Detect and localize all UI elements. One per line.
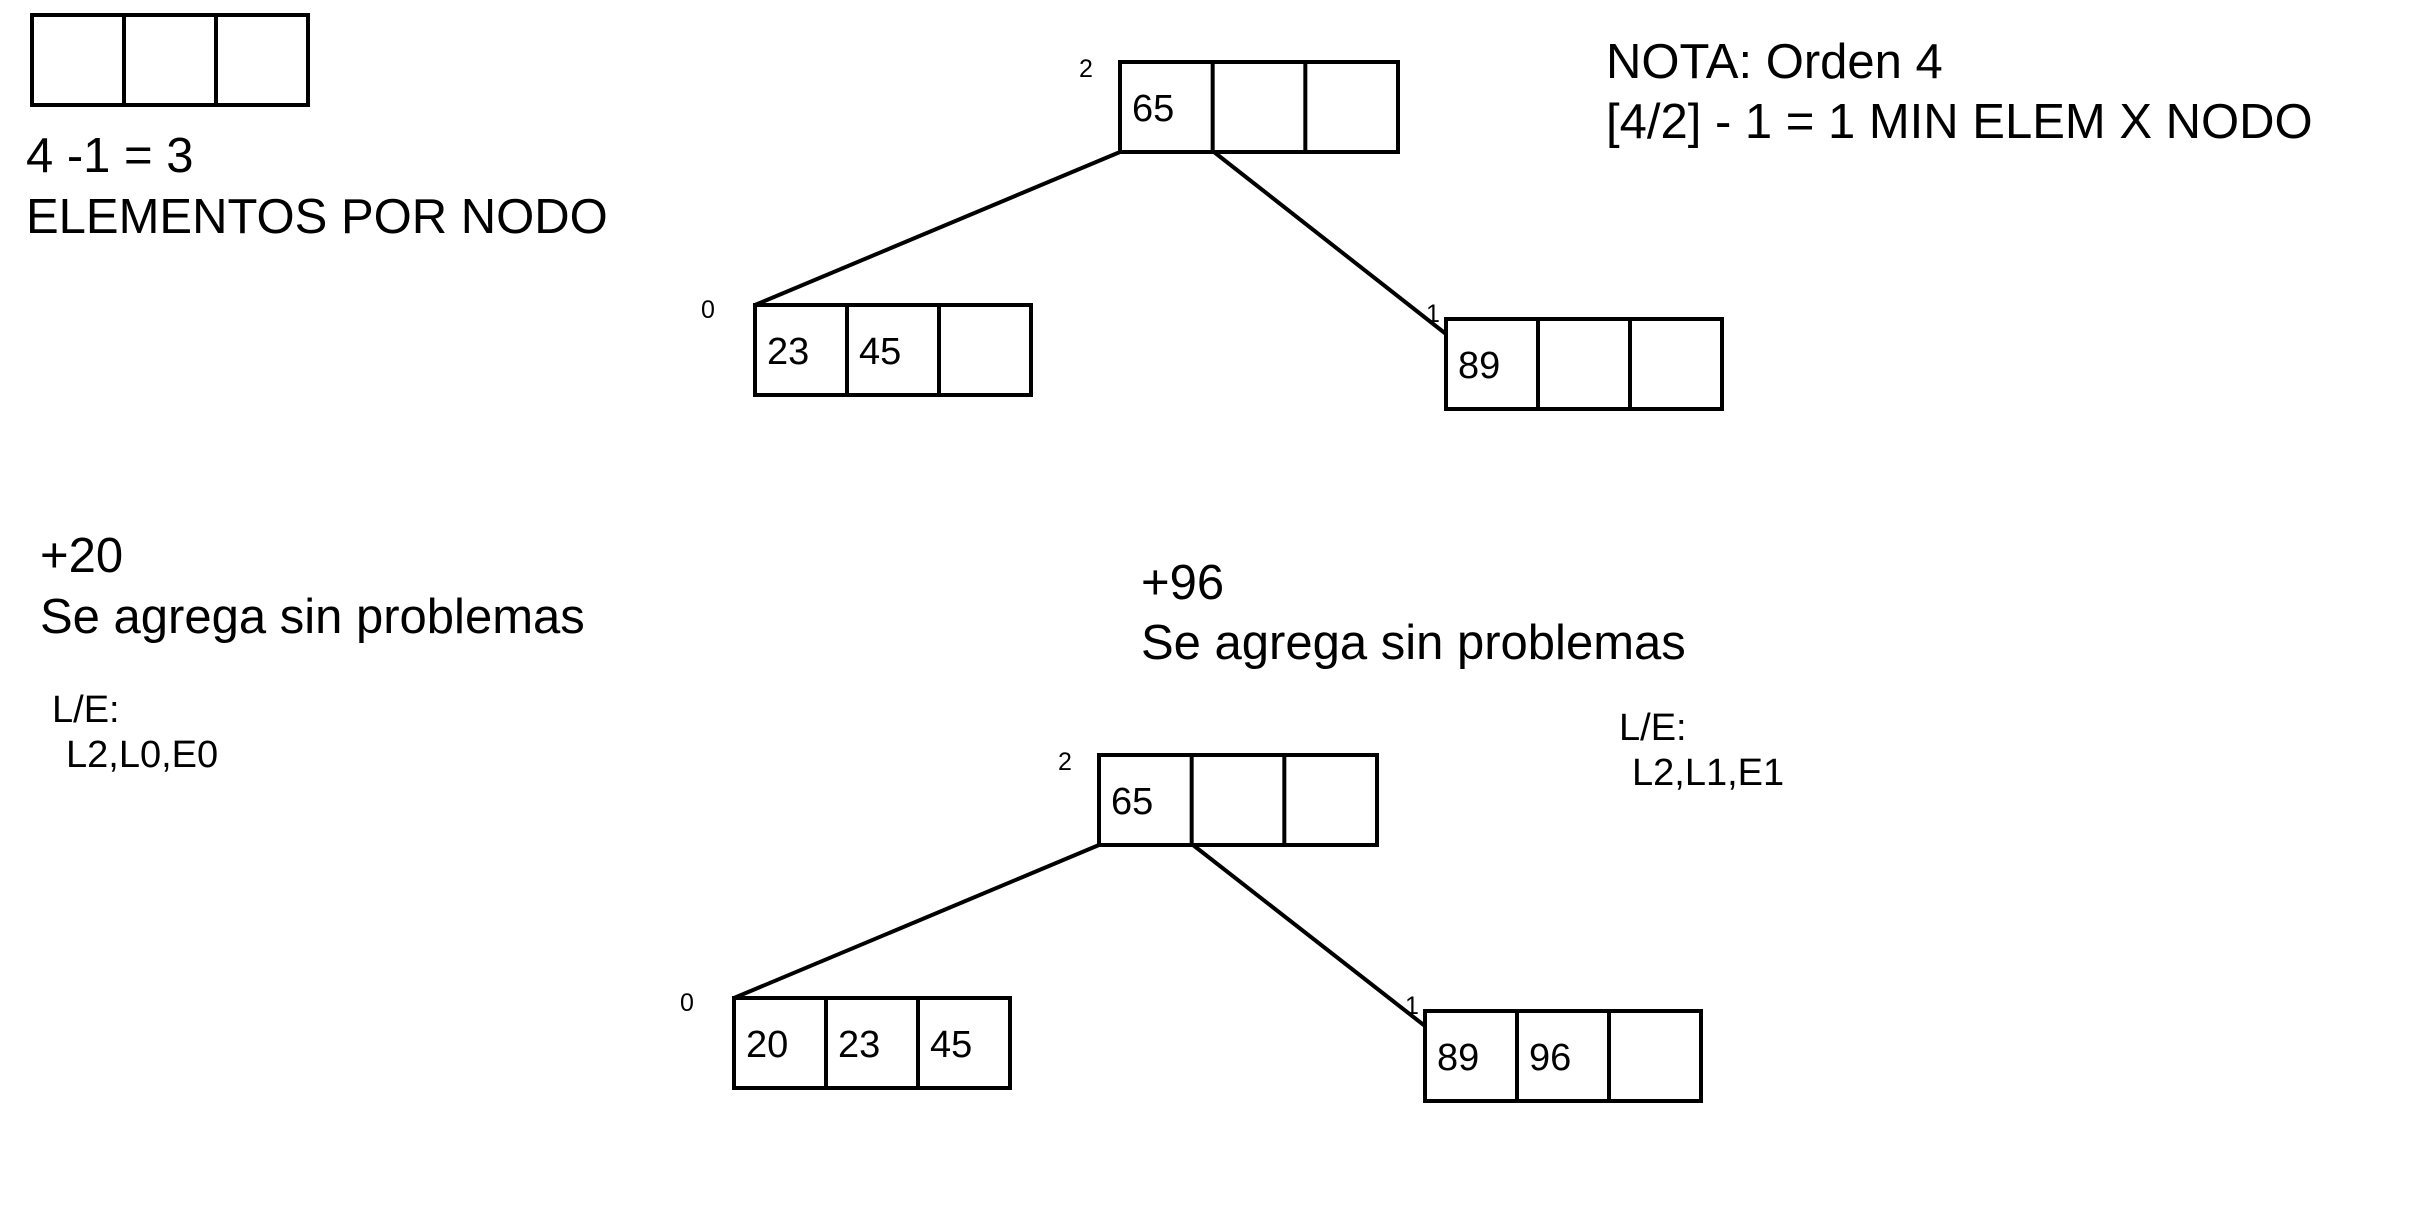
node-key: 89	[1437, 1037, 1479, 1079]
legend-formula: 4 -1 = 3	[26, 129, 194, 183]
node-frame	[732, 996, 1012, 1090]
node-frame	[30, 13, 310, 107]
node-key: 23	[767, 331, 809, 373]
edge-root-left	[733, 843, 1100, 1000]
node-key: 20	[746, 1024, 788, 1066]
note-order: NOTA: Orden 4	[1606, 35, 1943, 89]
op2-le-value: L2,L1,E1	[1632, 752, 1784, 794]
node-index: 1	[1405, 992, 1419, 1020]
step1-edges	[754, 150, 1448, 336]
step1-left-node: 23 45 0	[701, 296, 1033, 397]
node-frame	[753, 303, 1033, 397]
node-frame	[1118, 60, 1400, 154]
node-key: 45	[859, 331, 901, 373]
step1-right-node: 89 1	[1426, 300, 1724, 411]
op2-description: Se agrega sin problemas	[1141, 616, 1686, 670]
legend-node	[30, 13, 310, 107]
step2-root-node: 65 2	[1058, 748, 1379, 847]
node-index: 0	[680, 989, 694, 1017]
node-frame	[1097, 753, 1379, 847]
step1-root-node: 65 2	[1079, 55, 1400, 154]
note-min-elements: [4/2] - 1 = 1 MIN ELEM X NODO	[1606, 95, 2313, 149]
node-index: 0	[701, 296, 715, 324]
node-key: 45	[930, 1024, 972, 1066]
node-key: 96	[1529, 1037, 1571, 1079]
node-index: 2	[1079, 55, 1093, 83]
node-index: 1	[1426, 300, 1440, 328]
op1-le-label: L/E:	[52, 689, 120, 731]
op2-title: +96	[1141, 556, 1224, 610]
op1-description: Se agrega sin problemas	[40, 590, 585, 644]
edge-root-right	[1212, 150, 1448, 336]
node-frame	[1444, 317, 1724, 411]
edge-root-right	[1191, 843, 1427, 1028]
node-key: 89	[1458, 345, 1500, 387]
edge-root-left	[754, 150, 1121, 307]
node-key: 23	[838, 1024, 880, 1066]
node-index: 2	[1058, 748, 1072, 776]
step2-edges	[733, 843, 1427, 1028]
step2-left-node: 20 23 45 0	[680, 989, 1012, 1090]
step2-right-node: 89 96 1	[1405, 992, 1703, 1103]
node-key: 65	[1132, 88, 1174, 130]
node-frame	[1423, 1009, 1703, 1103]
op2-le-label: L/E:	[1619, 707, 1687, 749]
op1-le-value: L2,L0,E0	[66, 734, 218, 776]
legend-caption: ELEMENTOS POR NODO	[26, 190, 608, 244]
node-key: 65	[1111, 781, 1153, 823]
op1-title: +20	[40, 529, 123, 583]
